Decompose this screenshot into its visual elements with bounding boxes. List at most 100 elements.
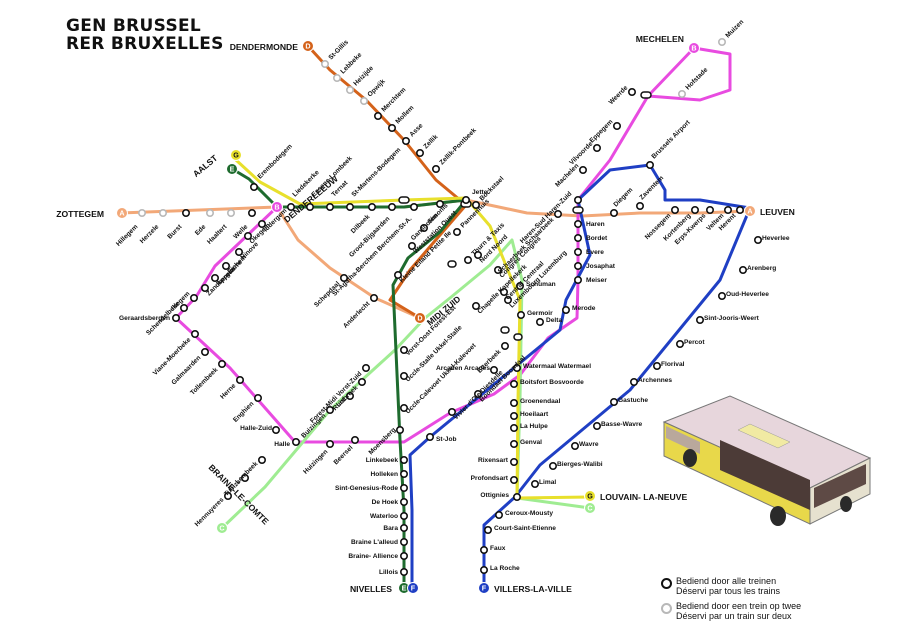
stop-machelen-icon[interactable]	[578, 166, 587, 175]
stop-evere-icon[interactable]	[573, 248, 582, 257]
stop-hoeilaart-icon[interactable]	[509, 411, 518, 420]
stop-pannenhuis-icon[interactable]	[452, 228, 461, 237]
stop-wavre-icon[interactable]	[570, 441, 579, 450]
stop-simonis-icon[interactable]	[419, 224, 428, 233]
stop-hillegem-icon[interactable]	[138, 209, 147, 218]
stop-appelterre-icon[interactable]	[211, 273, 220, 282]
stop-veltem-icon[interactable]	[723, 206, 732, 215]
line-c-badge[interactable]	[584, 502, 596, 514]
stop-ternat-icon[interactable]	[325, 203, 334, 212]
stop-ottignies-icon[interactable]	[512, 492, 521, 501]
stop-thurn-taxis-icon[interactable]	[463, 255, 472, 264]
stop-la-roche-icon[interactable]	[479, 565, 488, 574]
stop-jette-icon[interactable]	[461, 196, 470, 205]
stop-limal-icon[interactable]	[530, 479, 539, 488]
stop-etterbeek-icon[interactable]	[500, 341, 509, 350]
stop-st-gillis-icon[interactable]	[320, 59, 329, 68]
stop-court-saint-etienne-icon[interactable]	[483, 525, 492, 534]
stop-haren-sud-haren-zuid-icon[interactable]	[573, 196, 582, 205]
stop-st-martens-bodegem-icon[interactable]	[345, 203, 354, 212]
stop-anderlecht-icon[interactable]	[369, 293, 378, 302]
stop-sint-genesius-rode-icon[interactable]	[399, 483, 408, 492]
stop-opwijk-icon[interactable]	[359, 97, 368, 106]
stop-lembeek-icon[interactable]	[257, 455, 266, 464]
stop-archennes-icon[interactable]	[629, 377, 638, 386]
stop-iddergem-icon[interactable]	[257, 220, 266, 229]
stop-st-job-icon[interactable]	[425, 432, 434, 441]
stop-tollembeek-icon[interactable]	[218, 359, 227, 368]
stop-hofstade-icon[interactable]	[677, 90, 686, 99]
stop-merchtem-icon[interactable]	[373, 112, 382, 121]
stop-schepdaal-icon[interactable]	[339, 273, 348, 282]
stop-la-hulpe-icon[interactable]	[509, 423, 518, 432]
stop-buizingen-icon[interactable]	[325, 405, 334, 414]
stop-basse-wavre-icon[interactable]	[592, 421, 601, 430]
stop-halle-zuid-icon[interactable]	[271, 425, 280, 434]
stop-ganshoren-icon[interactable]	[435, 200, 444, 209]
line-d-badge[interactable]	[302, 40, 314, 52]
stop-holleken-icon[interactable]	[399, 469, 408, 478]
stop-congr-s-congres-icon[interactable]	[493, 265, 502, 274]
stop-eppegem-icon[interactable]	[612, 122, 621, 131]
line-g-badge[interactable]	[230, 149, 242, 161]
stop-rixensart-icon[interactable]	[509, 457, 518, 466]
stop-profondsart-icon[interactable]	[509, 475, 518, 484]
stop-schendelbeke-icon[interactable]	[180, 303, 189, 312]
stop-zaventem-icon[interactable]	[635, 202, 644, 211]
stop-sint-jooris-weert-icon[interactable]	[695, 315, 704, 324]
stop-kleine-eiland-petite-ile-icon[interactable]	[393, 270, 402, 279]
stop-eichem-icon[interactable]	[222, 261, 231, 270]
stop-liedekerke-icon[interactable]	[286, 203, 295, 212]
stop-heverlee-icon[interactable]	[753, 236, 762, 245]
stop-burst-icon[interactable]	[182, 209, 191, 218]
stop-vorst-oost-forest-est-icon[interactable]	[399, 345, 408, 354]
stop-st-agatha-berchem-berchem-st-a-icon[interactable]	[409, 203, 418, 212]
stop-huizingen-icon[interactable]	[325, 439, 334, 448]
line-f-badge[interactable]	[407, 582, 419, 594]
stop-weerde-icon[interactable]	[627, 88, 636, 97]
stop-erembodegem-icon[interactable]	[250, 183, 259, 192]
line-b-badge[interactable]	[688, 42, 700, 54]
stop-vivier-d-oie-diesdelle-icon[interactable]	[447, 407, 456, 416]
line-a-badge[interactable]	[116, 207, 128, 219]
stop-essene-lombeek-icon[interactable]	[305, 203, 314, 212]
stop-dilbeek-icon[interactable]	[367, 203, 376, 212]
stop-gastuche-icon[interactable]	[609, 397, 618, 406]
stop-diegem-icon[interactable]	[609, 209, 618, 218]
line-d-badge[interactable]	[414, 312, 426, 324]
stop-idegem-icon[interactable]	[190, 293, 199, 302]
stop-herne-icon[interactable]	[236, 375, 245, 384]
stop-florival-icon[interactable]	[652, 361, 661, 370]
stop-linkebeek-icon[interactable]	[399, 455, 408, 464]
stop-oud-heverlee-icon[interactable]	[717, 291, 726, 300]
stop-arcaden-arcades-icon[interactable]	[489, 365, 498, 374]
stop-boondael-boondaal-icon[interactable]	[473, 389, 482, 398]
stop-lot-icon[interactable]	[345, 391, 354, 400]
stop-welle-icon[interactable]	[248, 209, 257, 218]
stop-waterloo-icon[interactable]	[399, 511, 408, 520]
stop-braine-l-alleud-icon[interactable]	[399, 537, 408, 546]
line-e-badge[interactable]	[226, 163, 238, 175]
line-c-badge[interactable]	[216, 522, 228, 534]
stop-okegem-icon[interactable]	[244, 232, 253, 241]
stop-bara-icon[interactable]	[399, 523, 408, 532]
stop-germoir-icon[interactable]	[516, 310, 525, 319]
stop-josaphat-icon[interactable]	[573, 261, 582, 270]
stop-merode-icon[interactable]	[561, 305, 570, 314]
stop-enghien-icon[interactable]	[254, 393, 263, 402]
stop-brussels-airport-icon[interactable]	[645, 161, 654, 170]
stop-kortenberg-icon[interactable]	[690, 206, 699, 215]
stop-haaltert-icon[interactable]	[227, 209, 236, 218]
stop-tubize-icon[interactable]	[241, 473, 250, 482]
stop-hennuyeres-icon[interactable]	[224, 491, 233, 500]
stop-ninove-icon[interactable]	[235, 248, 244, 257]
stop-vilvoorde-icon[interactable]	[592, 144, 601, 153]
stop-weststation-ouest-icon[interactable]	[407, 242, 416, 251]
stop-herent-icon[interactable]	[735, 206, 744, 215]
stop-moensberg-icon[interactable]	[395, 425, 404, 434]
stop-zellik-icon[interactable]	[415, 149, 424, 158]
stop-lebbeke-icon[interactable]	[332, 74, 341, 83]
line-g-badge[interactable]	[584, 490, 596, 502]
stop-watermaal-watermael-icon[interactable]	[512, 363, 521, 372]
stop-luxembourg-luxemburg-icon[interactable]	[503, 295, 512, 304]
